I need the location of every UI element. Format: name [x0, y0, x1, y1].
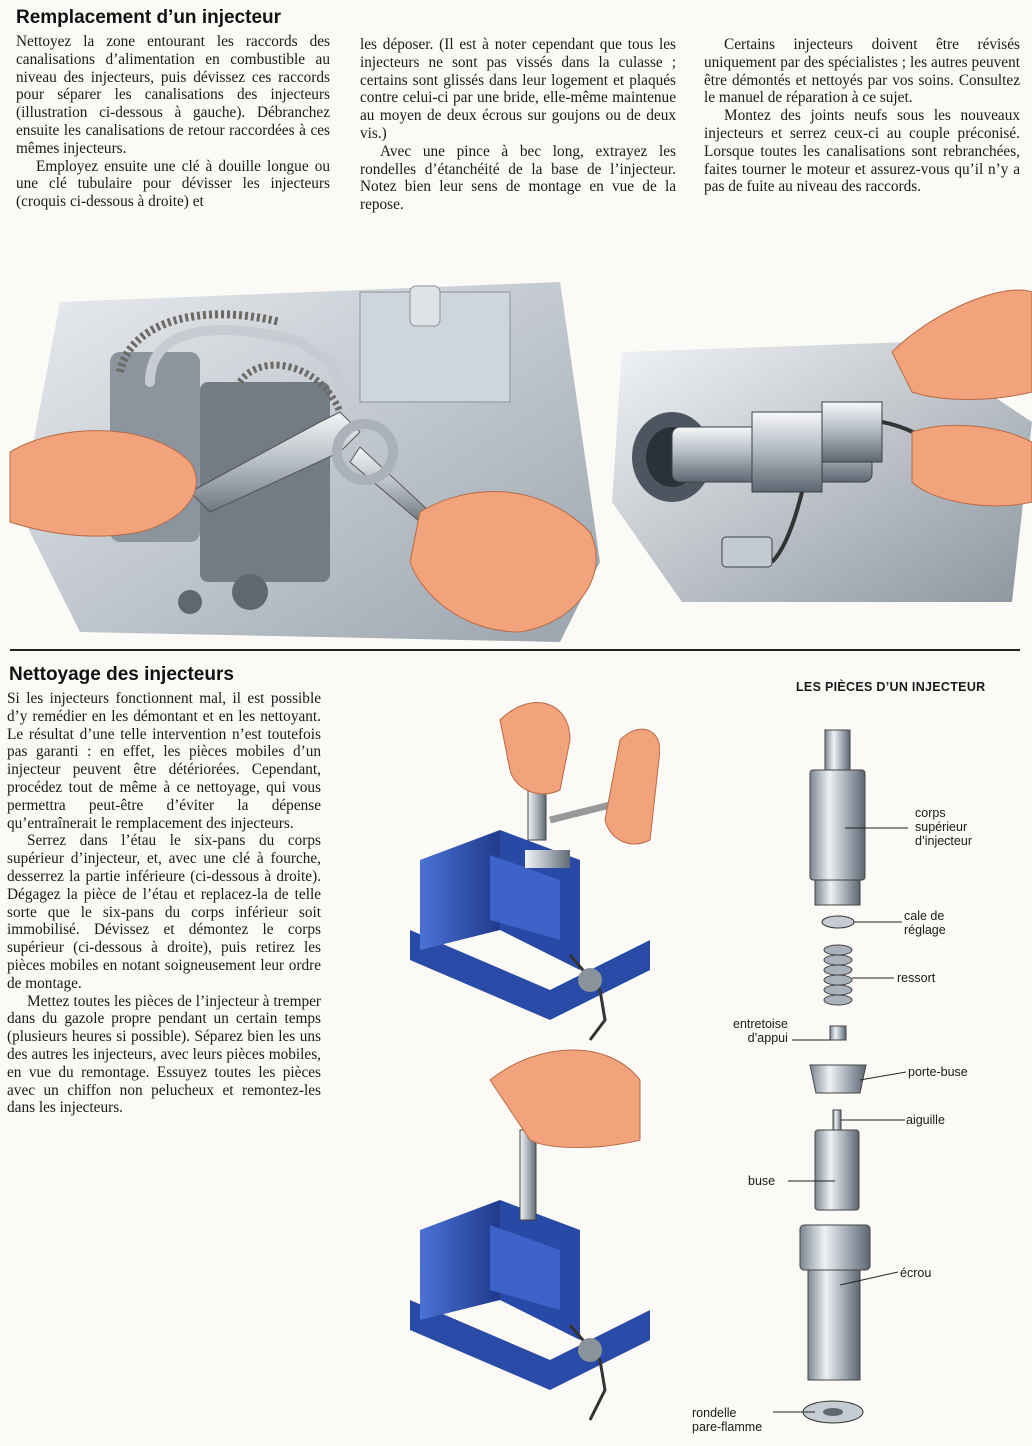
label-porte-buse: porte-buse — [908, 1065, 968, 1079]
text-column-1: Nettoyez la zone entourant les raccords … — [16, 33, 330, 211]
label-line: corps — [915, 806, 946, 820]
wrench-illustration — [9, 282, 600, 642]
paragraph: Avec une pince à bec long, extrayez les … — [360, 142, 676, 214]
paragraph: Certains injecteurs doivent être révisés… — [704, 36, 1020, 107]
injector-parts-diagram — [773, 729, 908, 1424]
paragraph: Montez des joints neufs sous les nouveau… — [704, 107, 1020, 196]
paragraph: Mettez toutes les pièces de l’injecteur … — [7, 992, 321, 1117]
label-cale: cale de réglage — [904, 909, 946, 937]
label-line: d’appui — [747, 1031, 788, 1045]
section-divider — [10, 649, 1020, 651]
text-column-nettoyage: Si les injecteurs fonctionnent mal, il e… — [7, 690, 321, 1117]
label-line: supérieur — [915, 820, 968, 834]
text-column-2: les déposer. (Il est à noter cependant q… — [360, 36, 676, 214]
label-ressort: ressort — [897, 971, 936, 985]
label-line: cale de — [904, 909, 945, 923]
label-line: entretoise — [733, 1017, 788, 1031]
label-line: réglage — [904, 923, 946, 937]
label-ecrou: écrou — [900, 1266, 932, 1280]
label-line: rondelle — [692, 1406, 737, 1420]
paragraph: Serrez dans l’étau le six-pans du corps … — [7, 832, 321, 992]
section-title-remplacement: Remplacement d’un injecteur — [16, 7, 282, 28]
paragraph: Si les injecteurs fonctionnent mal, il e… — [7, 690, 321, 832]
label-rondelle: rondelle pare-flamme — [692, 1406, 762, 1434]
injector-illustration — [612, 289, 1032, 602]
label-entretoise: entretoise d’appui — [733, 1017, 788, 1045]
paragraph: Employez ensuite une clé à douille longu… — [16, 157, 330, 211]
label-corps: corps supérieur d’injecteur — [915, 806, 972, 848]
text-column-3: Certains injecteurs doivent être révisés… — [704, 36, 1020, 196]
label-buse: buse — [748, 1174, 776, 1188]
parts-caption: LES PIÈCES D’UN INJECTEUR — [796, 680, 986, 694]
paragraph: Nettoyez la zone entourant les raccords … — [16, 33, 330, 157]
label-line: pare-flamme — [692, 1420, 763, 1434]
section-title-nettoyage: Nettoyage des injecteurs — [9, 664, 234, 685]
paragraph: les déposer. (Il est à noter cependant q… — [360, 36, 676, 142]
label-aiguille: aiguille — [906, 1113, 945, 1127]
vise-illustration — [410, 702, 660, 1421]
label-line: d’injecteur — [915, 834, 972, 848]
